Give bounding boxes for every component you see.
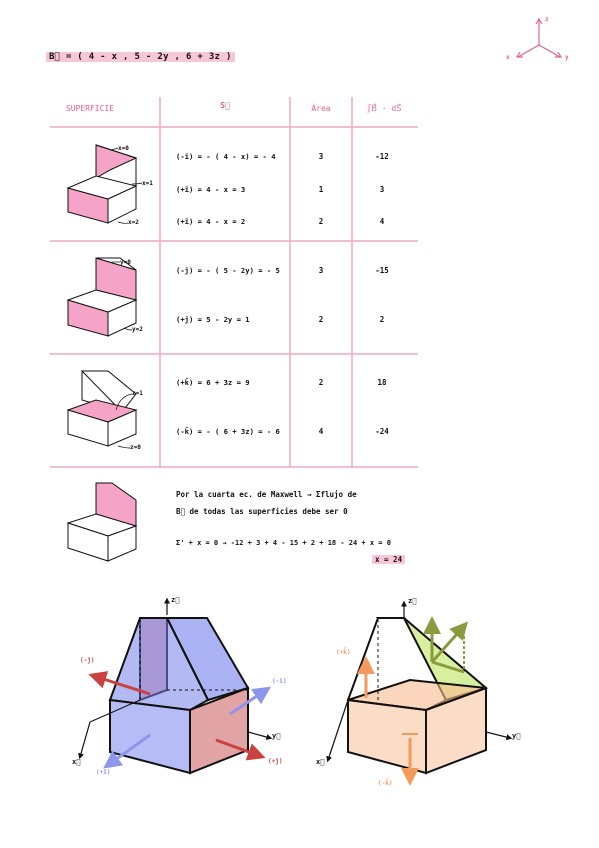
row1-line3-expr: (+î) = 4 - x = 2 (176, 217, 246, 226)
header-area: Área (311, 104, 331, 113)
left-diagram (78, 597, 273, 775)
left-y-label: y⃗ (272, 732, 281, 740)
row2-line2-flux: 2 (379, 315, 385, 324)
label-z1: z=1 (132, 390, 143, 397)
row3-line2-area: 4 (318, 427, 324, 436)
arrow-neg-i-label: (-î) (272, 678, 287, 685)
arrow-pos-k-label: (+k̂) (336, 649, 351, 656)
row1-line3-flux: 4 (379, 217, 385, 226)
row1-line2-expr: (+î) = 4 - x = 3 (176, 185, 246, 194)
header-flux: ∫B⃗ · dS⃗ (366, 104, 402, 113)
label-z0: z=0 (130, 444, 141, 451)
row2-line2-expr: (+ĵ) = 5 - 2y = 1 (176, 315, 250, 324)
arrow-neg-j-label: (-ĵ) (80, 657, 95, 664)
arrow-pos-i-label: (+î) (96, 769, 111, 776)
row1-line2-area: 1 (318, 185, 324, 194)
right-z-label: z⃗ (408, 597, 417, 605)
row3-line2-flux: -24 (375, 427, 389, 436)
thumb-row1 (66, 144, 143, 224)
arrow-pos-j-label: (+ĵ) (268, 758, 283, 765)
axis-z-label: z (545, 16, 549, 23)
thumb-row3 (66, 370, 138, 449)
note-line1: Por la cuarta ec. de Maxwell → Σflujo de (176, 490, 357, 499)
row1-line2-flux: 3 (379, 185, 385, 194)
row1-line3-area: 2 (318, 217, 324, 226)
left-x-label: x⃗ (72, 758, 81, 766)
axis-x-label: x (506, 54, 510, 61)
row3-line1-expr: (+k̂) = 6 + 3z = 9 (176, 378, 250, 387)
axis-y-label: y (565, 54, 569, 61)
label-x1: x=1 (142, 180, 153, 187)
header-s: S⃗ (220, 101, 230, 110)
note-line2: B⃗ de todas las superficies debe ser 0 (176, 507, 348, 516)
row3-line2-expr: (-k̂) = - ( 6 + 3z) = - 6 (176, 427, 280, 436)
row1-line1-expr: (-î) = - ( 4 - x) = - 4 (176, 152, 276, 161)
note-result: x = 24 (372, 555, 406, 564)
right-diagram (326, 600, 513, 786)
header-superficie: SUPERFICIE (65, 104, 115, 113)
note-line3: Σ' + x = 0 → -12 + 3 + 4 - 15 + 2 + 18 -… (176, 539, 391, 547)
row1-line1-area: 3 (318, 152, 324, 161)
field-equation: B⃗ = ( 4 - x , 5 - 2y , 6 + 3z ) (46, 52, 235, 62)
thumb-note (66, 482, 138, 562)
label-x2: x=2 (128, 219, 139, 226)
row2-line1-expr: (-ĵ) = - ( 5 - 2y) = - 5 (176, 266, 280, 275)
arrow-neg-k-label: (-k̂) (378, 780, 393, 787)
row3-line1-area: 2 (318, 378, 324, 387)
label-x0: x=0 (118, 145, 129, 152)
right-y-label: y⃗ (512, 732, 521, 740)
row2-line1-flux: -15 (375, 266, 389, 275)
row1-line1-flux: -12 (375, 152, 389, 161)
left-z-label: z⃗ (171, 596, 180, 604)
label-y0: y=0 (120, 259, 131, 266)
thumb-row2 (66, 257, 138, 337)
row3-line1-flux: 18 (377, 378, 387, 387)
right-x-label: x⃗ (316, 758, 325, 766)
row2-line2-area: 2 (318, 315, 324, 324)
label-y2: y=2 (132, 326, 143, 333)
row2-line1-area: 3 (318, 266, 324, 275)
